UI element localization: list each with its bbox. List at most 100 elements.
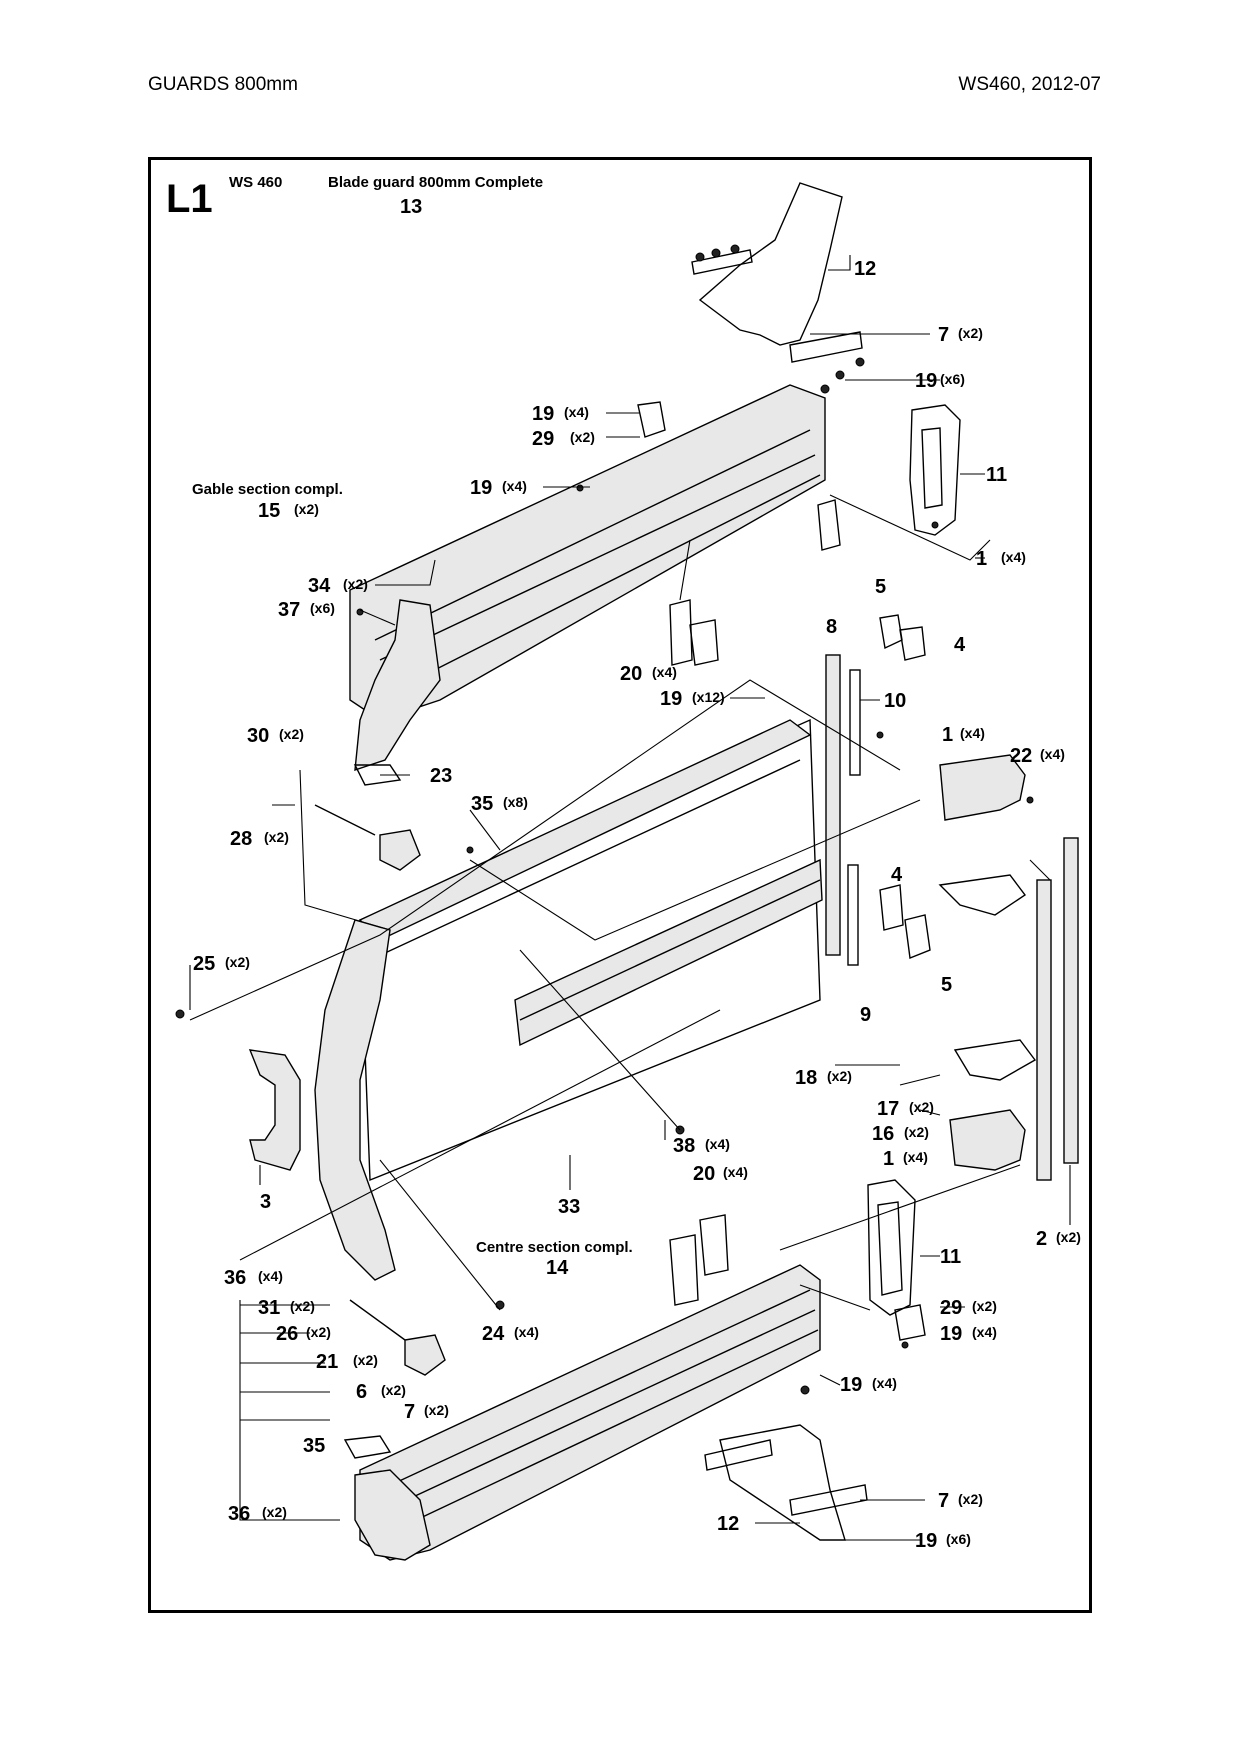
bar-10 — [849, 669, 861, 776]
callout-31-ref: 31 — [258, 1297, 280, 1319]
callout-35-a-qty: (x8) — [503, 794, 528, 810]
callouts: 12 7 (x2) 19 (x6) 19 (x4) 29 (x2) 19 (x4… — [193, 258, 1081, 1552]
plate-5a — [879, 614, 903, 650]
lower-rail-line2 — [384, 1309, 816, 1511]
diagram-title-ref: 13 — [400, 196, 422, 218]
fastener — [1026, 796, 1034, 804]
plate-4a — [899, 626, 926, 661]
assembly-line — [1029, 859, 1051, 881]
callout-23-ref: 23 — [430, 765, 452, 787]
callout-25-ref: 25 — [193, 953, 215, 975]
upper-end-foot — [353, 764, 402, 786]
assembly-line — [239, 1009, 721, 1261]
callout-7-c-ref: 7 — [938, 1490, 949, 1512]
callout-19-g-qty: (x6) — [946, 1531, 971, 1547]
gable-section-label: Gable section compl. — [192, 481, 343, 498]
diagram-code: L1 — [166, 177, 213, 221]
assembly-line — [189, 679, 901, 1021]
callout-21-qty: (x2) — [353, 1352, 378, 1368]
left-gable-end — [314, 919, 396, 1281]
callout-25-qty: (x2) — [225, 954, 250, 970]
callout-19-c-qty: (x4) — [502, 478, 527, 494]
diagram-frame — [148, 157, 1092, 1613]
callout-11-b-ref: 11 — [940, 1246, 961, 1268]
gable-section-ref: 15 — [258, 500, 280, 522]
callout-35-a-ref: 35 — [471, 793, 493, 815]
upper-rail-line2 — [379, 454, 816, 661]
fastener — [855, 357, 865, 367]
fastener — [835, 370, 845, 380]
insert-35 — [343, 1435, 392, 1459]
callout-17-ref: 17 — [877, 1098, 899, 1120]
upper-rail-line1 — [374, 429, 811, 641]
callout-19-f-qty: (x4) — [872, 1375, 897, 1391]
fastener — [175, 1009, 185, 1019]
callout-4-b-ref: 4 — [891, 864, 903, 886]
shaft-lower — [349, 1299, 406, 1341]
page-header-right: WS460, 2012-07 — [958, 74, 1101, 95]
callout-35-b-ref: 35 — [303, 1435, 325, 1457]
assembly-line — [829, 494, 991, 561]
callout-30-ref: 30 — [247, 725, 269, 747]
page-header-left: GUARDS 800mm — [148, 74, 298, 95]
handle-3 — [248, 1049, 301, 1171]
callout-33-ref: 33 — [558, 1196, 580, 1218]
callout-28-ref: 28 — [230, 828, 252, 850]
callout-19-g-ref: 19 — [915, 1530, 937, 1552]
fastener — [800, 1385, 810, 1395]
part-drawings — [175, 182, 1079, 1561]
callout-19-c-ref: 19 — [470, 477, 492, 499]
callout-19-f-ref: 19 — [840, 1374, 862, 1396]
callout-29-b-ref: 29 — [940, 1297, 962, 1319]
fastener — [711, 248, 721, 258]
callout-29-a-ref: 29 — [532, 428, 554, 450]
callout-2-ref: 2 — [1036, 1228, 1047, 1250]
diagram-model: WS 460 — [229, 174, 282, 191]
callout-1-b-ref: 1 — [942, 724, 953, 746]
callout-1-a-ref: 1 — [976, 548, 987, 570]
assembly-line — [679, 539, 691, 601]
callout-9-ref: 9 — [860, 1004, 871, 1026]
upper-rail-body — [349, 384, 826, 721]
lower-end-cap — [354, 1469, 431, 1561]
lower-bracket-right — [789, 1484, 868, 1516]
callout-20-b-qty: (x4) — [723, 1164, 748, 1180]
callout-26-qty: (x2) — [306, 1324, 331, 1340]
callout-6-ref: 6 — [356, 1381, 367, 1403]
fastener — [876, 731, 884, 739]
callout-1-c-ref: 1 — [883, 1148, 894, 1170]
fastener — [730, 244, 740, 254]
callout-1-a-qty: (x4) — [1001, 549, 1026, 565]
centre-section-label: Centre section compl. — [476, 1239, 633, 1256]
mid-rail — [514, 858, 823, 1047]
fastener — [695, 252, 705, 262]
bar-9 — [847, 864, 859, 966]
callout-37-qty: (x6) — [310, 600, 335, 616]
callout-22-ref: 22 — [1010, 745, 1032, 767]
callout-7-b-ref: 7 — [404, 1401, 415, 1423]
callout-20-a-qty: (x4) — [652, 664, 677, 680]
side-plate-top-slot — [921, 427, 943, 509]
callout-21-ref: 21 — [316, 1351, 338, 1373]
fastener — [466, 846, 474, 854]
assembly-line — [779, 1164, 1021, 1251]
callout-leaders — [189, 255, 1071, 1541]
callout-34-ref: 34 — [308, 575, 331, 597]
bracket-29c — [894, 1304, 926, 1341]
assembly-line — [379, 1159, 501, 1311]
callout-20-b-ref: 20 — [693, 1163, 715, 1185]
callout-26-ref: 26 — [276, 1323, 298, 1345]
knob-upper — [379, 829, 421, 871]
callout-7-top-ref: 7 — [938, 324, 949, 346]
callout-1-c-qty: (x4) — [903, 1149, 928, 1165]
callout-30-qty: (x2) — [279, 726, 304, 742]
callout-8-ref: 8 — [826, 616, 837, 638]
centre-panel-back — [359, 718, 821, 1182]
callout-18-ref: 18 — [795, 1067, 817, 1089]
mid-rail-line — [519, 879, 821, 1021]
callout-34-qty: (x2) — [343, 576, 368, 592]
callout-19-top-ref: 19 — [915, 370, 937, 392]
plate-4b — [879, 884, 904, 931]
bracket-29b — [817, 499, 841, 551]
